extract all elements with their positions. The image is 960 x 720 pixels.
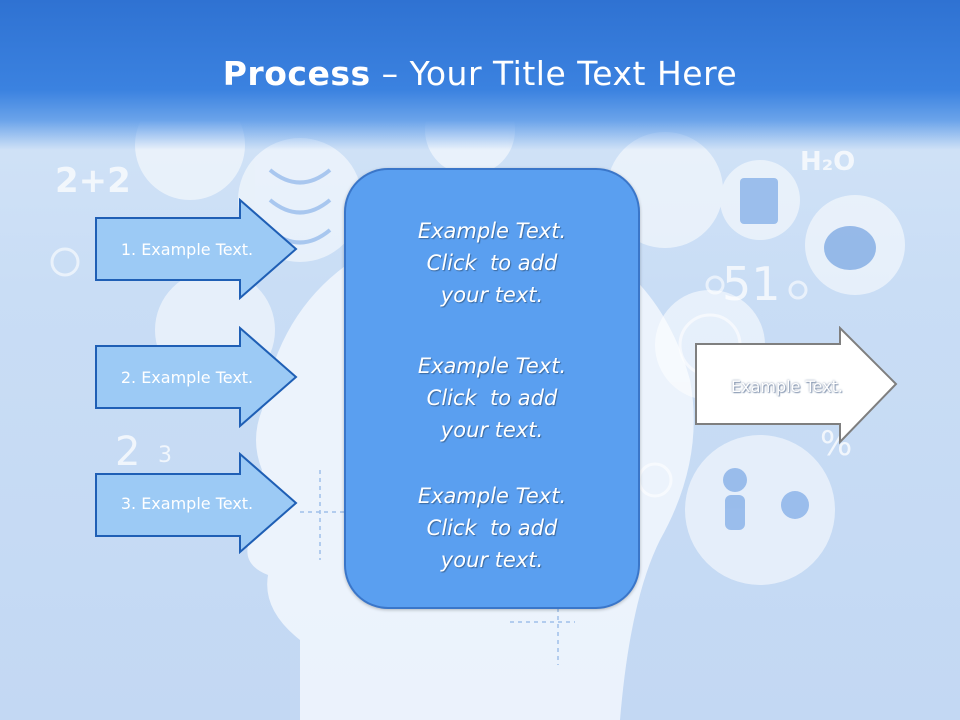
decor-circle [685,435,835,585]
arrow-shape [95,452,298,554]
center-paragraph-1: Example Text. Click to add your text. [346,215,638,311]
number-icon: 3 [158,443,172,468]
arrow-shape [695,326,898,445]
title-rest: – Your Title Text Here [370,54,738,93]
result-arrow[interactable]: Example Text. [694,326,900,446]
para-line: Example Text. [417,354,567,378]
center-paragraph-2: Example Text. Click to add your text. [346,350,638,446]
result-label: Example Text. [731,376,843,396]
para-line: Example Text. [417,484,567,508]
para-line: Click to add [426,516,558,540]
center-text-box[interactable]: Example Text. Click to add your text. Ex… [344,168,640,609]
magnifier-icon [50,247,80,277]
gear-icon [705,275,725,295]
slide-title[interactable]: Process – Your Title Text Here [0,54,960,93]
para-line: your text. [440,418,544,442]
number-icon: 51 [722,257,781,311]
step-label: 3. Example Text. [120,493,254,513]
person-icon [723,468,809,530]
arrow-shape [95,326,298,428]
arrow-shape [95,198,298,300]
h2o-icon: H₂O [800,147,855,177]
title-bold: Process [222,54,371,93]
para-line: Click to add [426,251,558,275]
para-line: your text. [440,548,544,572]
para-line: your text. [440,283,544,307]
step-arrow-2[interactable]: 2. Example Text. [94,326,300,428]
step-label: 1. Example Text. [120,239,254,259]
center-paragraph-3: Example Text. Click to add your text. [346,480,638,576]
title-bar [0,0,960,150]
para-line: Example Text. [417,219,567,243]
para-line: Click to add [426,386,558,410]
step-arrow-3[interactable]: 3. Example Text. [94,452,300,554]
number-icon: 2 [115,429,140,475]
palette-icon [824,226,876,270]
math-icon: 2+2 [55,161,131,201]
step-label: 2. Example Text. [120,367,254,387]
step-arrow-1[interactable]: 1. Example Text. [94,198,300,300]
gear-icon [788,280,808,300]
calculator-icon [740,178,778,224]
